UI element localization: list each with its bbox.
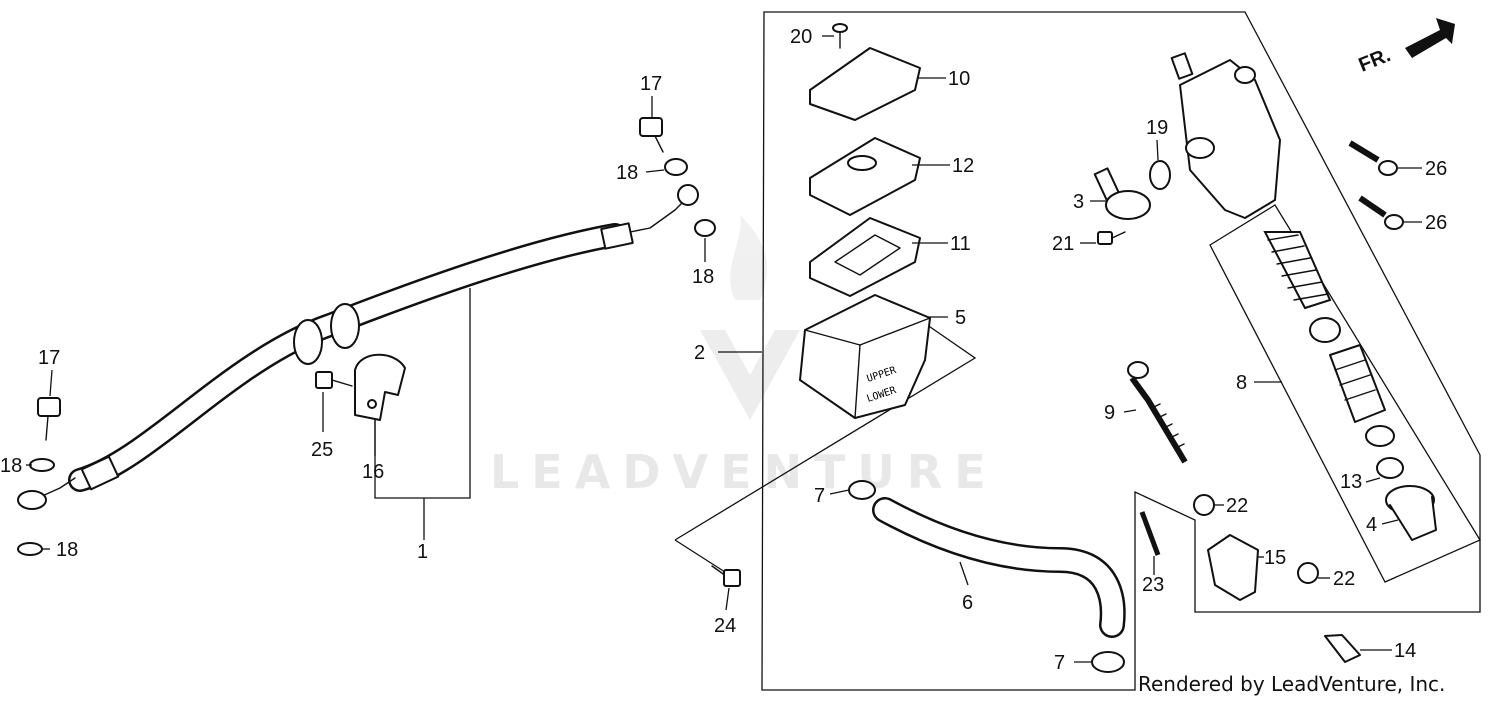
nut-22-upper: [1193, 494, 1215, 516]
boot-4: [1385, 485, 1437, 541]
pin-14: [1324, 634, 1361, 663]
callout-1: 1: [417, 541, 428, 563]
callout-18-b: 18: [692, 266, 714, 288]
callout-2: 2: [694, 342, 705, 364]
banjo-bolt-lower: [37, 397, 61, 441]
callout-12: 12: [952, 155, 974, 177]
washer-lower-2: [17, 542, 43, 556]
screw-21: [1097, 231, 1126, 245]
render-credit: Rendered by LeadVenture, Inc.: [1138, 672, 1446, 696]
bracket-24: [674, 319, 977, 573]
banjo-bolt-upper: [639, 117, 664, 153]
bolt-24: [711, 565, 741, 587]
plate-12: [809, 137, 921, 216]
front-direction-label: FR.: [1356, 44, 1394, 76]
callout-7-upper: 7: [814, 485, 825, 507]
reservoir-5: UPPER LOWER: [799, 294, 931, 419]
callout-22-upper: 22: [1226, 495, 1248, 517]
callout-18-a: 18: [616, 162, 638, 184]
callout-16: 16: [362, 461, 384, 483]
callout-26-upper: 26: [1425, 158, 1447, 180]
callout-17-upper: 17: [640, 73, 662, 95]
callout-7-lower: 7: [1054, 652, 1065, 674]
callout-23: 23: [1142, 574, 1164, 596]
piston-kit-8: [1263, 231, 1395, 447]
watermark: LEADVENTURE: [490, 215, 998, 499]
callout-18-d: 18: [56, 539, 78, 561]
assembly-8-outline: [1209, 204, 1481, 583]
push-rod-9: [1127, 361, 1188, 464]
callout-15: 15: [1264, 547, 1286, 569]
diaphragm-11: [809, 217, 921, 297]
callout-13: 13: [1340, 471, 1362, 493]
screw-20: [832, 23, 848, 49]
watermark-text: LEADVENTURE: [490, 445, 998, 499]
circlip-13: [1376, 457, 1404, 479]
callout-21: 21: [1052, 233, 1074, 255]
callout-20: 20: [790, 26, 812, 48]
o-ring-19: [1149, 160, 1171, 190]
hose-clamp-16: [354, 353, 406, 421]
brake-hose: [17, 184, 699, 510]
washer-upper-2: [694, 219, 716, 237]
callout-9: 9: [1104, 402, 1115, 424]
reservoir-cap-10: [809, 47, 921, 121]
callout-18-c: 18: [0, 455, 22, 477]
callout-25: 25: [311, 439, 333, 461]
master-cylinder-body: [1170, 52, 1281, 219]
callout-leaders: [26, 35, 1422, 663]
bracket-1: [374, 288, 471, 499]
callout-22-lower: 22: [1333, 568, 1355, 590]
washer-lower-1: [29, 458, 55, 472]
callout-17-lower: 17: [38, 347, 60, 369]
bolt-26-lower: [1358, 195, 1404, 230]
joint-3: [1093, 167, 1151, 220]
callout-19: 19: [1146, 117, 1168, 139]
callout-8: 8: [1236, 372, 1247, 394]
callout-26-lower: 26: [1425, 212, 1447, 234]
callout-11: 11: [950, 233, 971, 255]
bolt-26-upper: [1348, 140, 1398, 176]
nut-22-lower: [1297, 562, 1319, 584]
callout-6: 6: [962, 592, 973, 614]
joint-15: [1207, 534, 1259, 601]
assembly-2-outline: [761, 11, 1481, 691]
bolt-25: [315, 371, 353, 389]
washer-upper-1: [664, 158, 688, 176]
callout-5: 5: [955, 307, 966, 329]
callout-24: 24: [714, 615, 736, 637]
cotter-pin-23: [1139, 511, 1161, 556]
hose-clip-7-lower: [1091, 651, 1125, 673]
front-direction-arrow: FR.: [1356, 18, 1455, 77]
callout-10: 10: [948, 68, 970, 90]
callout-14: 14: [1394, 640, 1416, 662]
hose-clip-7-upper: [848, 480, 876, 500]
callout-4: 4: [1366, 514, 1377, 536]
callout-3: 3: [1073, 191, 1084, 213]
